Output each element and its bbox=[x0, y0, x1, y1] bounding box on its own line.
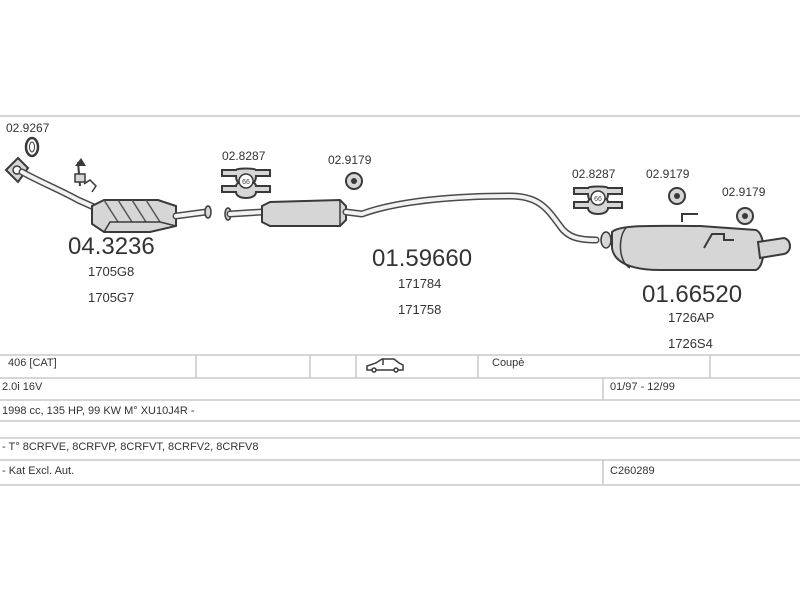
hanger-rear2-label: 02.9179 bbox=[722, 185, 766, 199]
engine-cell: 2.0i 16V bbox=[2, 381, 43, 393]
catalyst-ref2: 1705G7 bbox=[88, 290, 134, 305]
types-cell: - T° 8CRFVE, 8CRFVP, 8CRFVT, 8CRFV2, 8CR… bbox=[2, 441, 259, 453]
hanger-rear1-label: 02.9179 bbox=[646, 167, 690, 181]
note-cell: - Kat Excl. Aut. bbox=[2, 465, 75, 477]
middle-silencer-label: 01.59660 bbox=[372, 245, 472, 272]
oxygen-sensor-icon bbox=[74, 158, 97, 193]
hanger-mid-label: 02.9179 bbox=[328, 153, 372, 167]
gasket-left-part[interactable] bbox=[24, 136, 40, 158]
clamp-mid-part[interactable]: 66 bbox=[221, 167, 271, 199]
rear-ref2: 1726S4 bbox=[668, 336, 713, 351]
rear-silencer-label: 01.66520 bbox=[642, 281, 742, 308]
clamp-mid-label: 02.8287 bbox=[222, 149, 266, 163]
gasket-left-label: 02.9267 bbox=[6, 121, 50, 135]
model-cell: 406 [CAT] bbox=[8, 357, 57, 369]
clamp-rear-part[interactable]: 66 bbox=[573, 185, 623, 215]
hanger-mid-part[interactable] bbox=[345, 172, 363, 190]
clamp-mid-size: 66 bbox=[242, 179, 250, 186]
middle-ref1: 171784 bbox=[398, 276, 441, 291]
clamp-rear-size: 66 bbox=[594, 196, 602, 203]
spec-cell: 1998 cc, 135 HP, 99 KW M° XU10J4R - bbox=[2, 405, 195, 417]
middle-ref2: 171758 bbox=[398, 302, 441, 317]
rear-silencer-part[interactable] bbox=[600, 213, 791, 271]
car-coupe-icon bbox=[366, 358, 404, 373]
hanger-rear2-part[interactable] bbox=[736, 207, 754, 225]
hanger-rear1-part[interactable] bbox=[668, 187, 686, 205]
catalyst-label: 04.3236 bbox=[68, 233, 155, 260]
catalyst-ref1: 1705G8 bbox=[88, 264, 134, 279]
period-cell: 01/97 - 12/99 bbox=[610, 381, 675, 393]
code-cell: C260289 bbox=[610, 465, 655, 477]
front-downpipe bbox=[4, 156, 100, 212]
body-cell: Coupè bbox=[492, 357, 525, 369]
middle-silencer-part[interactable] bbox=[224, 192, 600, 244]
rear-ref1: 1726AP bbox=[668, 310, 714, 325]
vehicle-table-grid bbox=[0, 354, 800, 486]
catalyst-part[interactable] bbox=[91, 199, 212, 233]
clamp-rear-label: 02.8287 bbox=[572, 167, 616, 181]
